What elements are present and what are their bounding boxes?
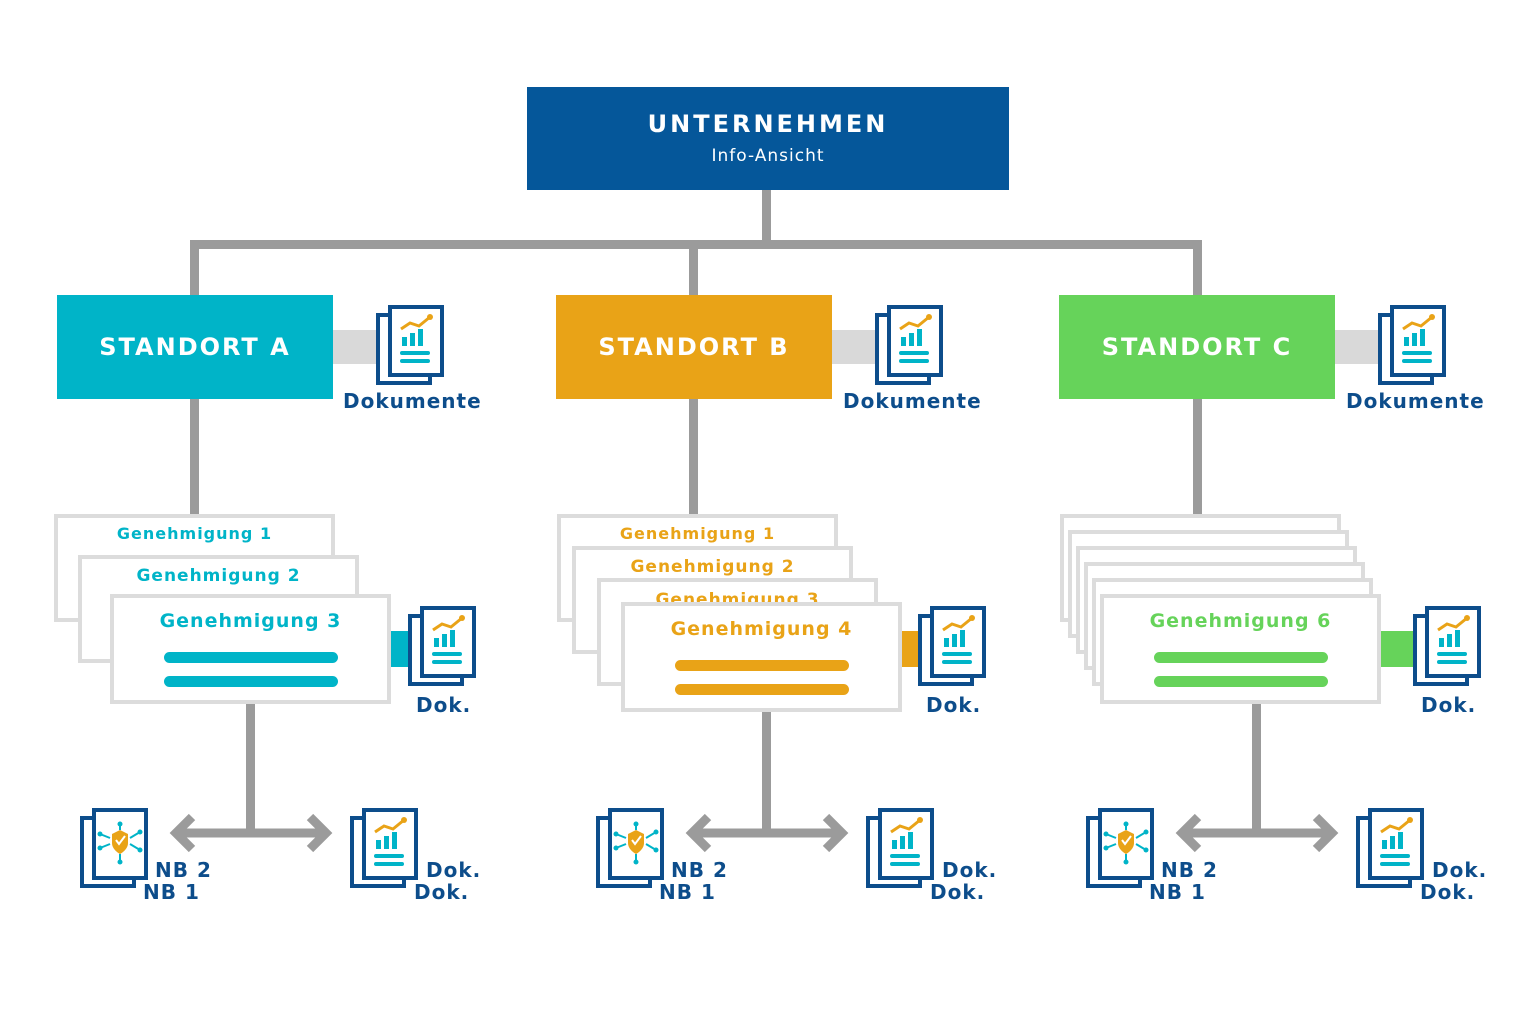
document-chart-icon[interactable] xyxy=(376,305,446,387)
permit-title: Genehmigung 1 xyxy=(116,524,273,543)
site-b-doc-stub xyxy=(831,330,879,364)
site-c-docs-label: Dokumente xyxy=(1346,389,1485,413)
connector-a-bottom xyxy=(246,704,255,832)
site-c-doc-stub xyxy=(1334,330,1382,364)
site-b-docs-label: Dokumente xyxy=(843,389,982,413)
document-chart-icon[interactable] xyxy=(875,305,945,387)
permit-card-active[interactable]: Genehmigung 3 xyxy=(110,594,391,704)
company-box[interactable]: UNTERNEHMEN Info-Ansicht xyxy=(527,87,1009,190)
dok-label: Dok. xyxy=(416,693,472,717)
connector-b-down xyxy=(689,240,698,296)
document-network-shield-icon[interactable] xyxy=(80,808,150,890)
site-c-box[interactable]: STANDORT C xyxy=(1059,295,1335,399)
site-a-label: STANDORT A xyxy=(99,333,291,361)
permit-title: Genehmigung 2 xyxy=(630,557,795,577)
permit-bar xyxy=(1154,676,1328,687)
site-a-box[interactable]: STANDORT A xyxy=(57,295,333,399)
document-chart-icon[interactable] xyxy=(408,606,478,688)
document-chart-icon[interactable] xyxy=(350,808,420,890)
site-b-box[interactable]: STANDORT B xyxy=(556,295,832,399)
dok-label: Dok. xyxy=(942,858,998,882)
nb-label: NB 1 xyxy=(1149,880,1206,904)
document-chart-icon[interactable] xyxy=(1413,606,1483,688)
document-chart-icon[interactable] xyxy=(1356,808,1426,890)
connector-c-permits xyxy=(1193,399,1202,515)
dok-label: Dok. xyxy=(414,880,470,904)
permit-title: Genehmigung 2 xyxy=(136,566,301,586)
document-chart-icon[interactable] xyxy=(918,606,988,688)
dok-label: Dok. xyxy=(1420,880,1476,904)
permit-title: Genehmigung 3 xyxy=(159,610,342,632)
double-arrow-icon xyxy=(169,813,333,853)
site-a-doc-stub xyxy=(332,330,380,364)
permit-bar xyxy=(675,684,849,695)
permit-card-active[interactable]: Genehmigung 6 xyxy=(1100,594,1381,704)
company-title: UNTERNEHMEN xyxy=(647,110,889,138)
document-chart-icon[interactable] xyxy=(866,808,936,890)
connector-c-bottom xyxy=(1252,704,1261,832)
permit-bar xyxy=(675,660,849,671)
nb-label: NB 1 xyxy=(659,880,716,904)
site-a-docs-label: Dokumente xyxy=(343,389,482,413)
connector-c-down xyxy=(1193,240,1202,296)
dok-label: Dok. xyxy=(426,858,482,882)
permit-a-doc-stub xyxy=(390,631,412,667)
connector-top-vertical xyxy=(762,190,771,244)
connector-a-permits xyxy=(190,399,199,515)
permit-bar xyxy=(1154,652,1328,663)
permit-card-active[interactable]: Genehmigung 4 xyxy=(621,602,902,712)
dok-label: Dok. xyxy=(1432,858,1488,882)
double-arrow-icon xyxy=(1175,813,1339,853)
site-c-label: STANDORT C xyxy=(1101,333,1293,361)
nb-label: NB 2 xyxy=(671,858,728,882)
document-chart-icon[interactable] xyxy=(1378,305,1448,387)
nb-label: NB 2 xyxy=(155,858,212,882)
dok-label: Dok. xyxy=(1421,693,1477,717)
nb-label: NB 1 xyxy=(143,880,200,904)
connector-b-permits xyxy=(689,399,698,515)
permit-bar xyxy=(164,676,338,687)
connector-b-bottom xyxy=(762,712,771,832)
double-arrow-icon xyxy=(685,813,849,853)
document-network-shield-icon[interactable] xyxy=(596,808,666,890)
company-subtitle: Info-Ansicht xyxy=(711,146,825,166)
dok-label: Dok. xyxy=(930,880,986,904)
permit-b-doc-stub xyxy=(901,631,923,667)
permit-title: Genehmigung 4 xyxy=(670,618,853,640)
nb-label: NB 2 xyxy=(1161,858,1218,882)
permit-title: Genehmigung 6 xyxy=(1149,610,1332,632)
dok-label: Dok. xyxy=(926,693,982,717)
permit-bar xyxy=(164,652,338,663)
permit-title: Genehmigung 1 xyxy=(619,524,776,543)
site-b-label: STANDORT B xyxy=(598,333,790,361)
document-network-shield-icon[interactable] xyxy=(1086,808,1156,890)
permit-c-doc-stub xyxy=(1380,631,1416,667)
connector-a-down xyxy=(190,240,199,296)
